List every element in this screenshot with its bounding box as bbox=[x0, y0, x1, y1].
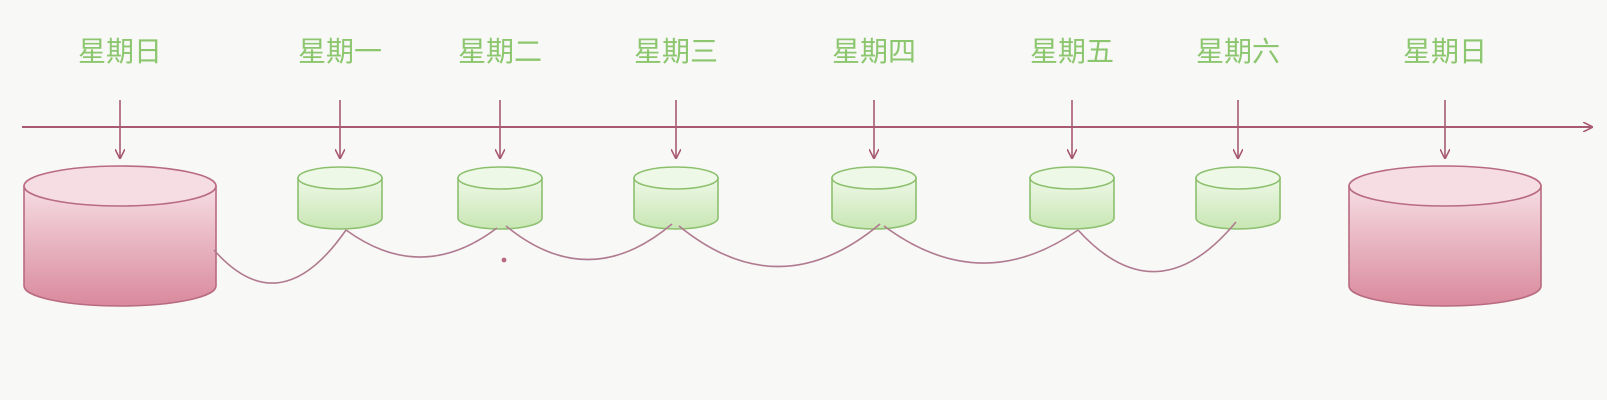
cylinder-body bbox=[457, 177, 543, 230]
stray-dot bbox=[501, 257, 507, 263]
chain-link-curve bbox=[213, 229, 347, 284]
cylinder-body bbox=[1348, 185, 1542, 307]
day-group: 星期四 bbox=[831, 35, 917, 230]
day-group: 星期日 bbox=[23, 35, 217, 307]
day-label: 星期三 bbox=[634, 35, 718, 68]
cylinder-body bbox=[297, 177, 383, 230]
cylinder-top bbox=[23, 165, 217, 207]
chain-links-layer bbox=[213, 221, 1237, 284]
chain-link-curve bbox=[345, 227, 498, 258]
cylinder-top bbox=[1348, 165, 1542, 207]
cylinder-body bbox=[1029, 177, 1115, 230]
day-label: 星期六 bbox=[1196, 35, 1280, 68]
day-group: 星期一 bbox=[297, 35, 383, 230]
full-backup-cylinder bbox=[23, 165, 217, 307]
day-group: 星期六 bbox=[1195, 35, 1281, 230]
chain-link-curve bbox=[505, 223, 673, 261]
incremental-backup-cylinder bbox=[297, 166, 383, 230]
cylinder-top bbox=[1029, 166, 1115, 190]
day-label: 星期日 bbox=[78, 35, 162, 68]
cylinder-body bbox=[1195, 177, 1281, 230]
day-group: 星期五 bbox=[1029, 35, 1115, 230]
chain-link-curve bbox=[883, 225, 1079, 264]
day-group: 星期日 bbox=[1348, 35, 1542, 307]
days-layer: 星期日 星期一 星期二 星期三 星期四 星期五 星期六 星期日 bbox=[23, 35, 1542, 307]
cylinder-top bbox=[633, 166, 719, 190]
day-label: 星期日 bbox=[1403, 35, 1487, 68]
day-group: 星期二 bbox=[457, 35, 543, 230]
incremental-backup-cylinder bbox=[457, 166, 543, 230]
cylinder-top bbox=[831, 166, 917, 190]
cylinder-body bbox=[831, 177, 917, 230]
day-label: 星期二 bbox=[458, 35, 542, 68]
cylinder-body bbox=[23, 185, 217, 307]
cylinder-top bbox=[1195, 166, 1281, 190]
cylinder-top bbox=[297, 166, 383, 190]
incremental-backup-cylinder bbox=[831, 166, 917, 230]
cylinder-top bbox=[457, 166, 543, 190]
full-backup-cylinder bbox=[1348, 165, 1542, 307]
incremental-backup-cylinder bbox=[1029, 166, 1115, 230]
day-label: 星期一 bbox=[298, 35, 382, 68]
incremental-backup-cylinder bbox=[633, 166, 719, 230]
chain-link-curve bbox=[678, 223, 881, 268]
day-label: 星期四 bbox=[832, 35, 916, 68]
cylinder-body bbox=[633, 177, 719, 230]
chain-link-curve bbox=[1077, 221, 1237, 273]
day-label: 星期五 bbox=[1030, 35, 1114, 68]
incremental-backup-cylinder bbox=[1195, 166, 1281, 230]
day-group: 星期三 bbox=[633, 35, 719, 230]
